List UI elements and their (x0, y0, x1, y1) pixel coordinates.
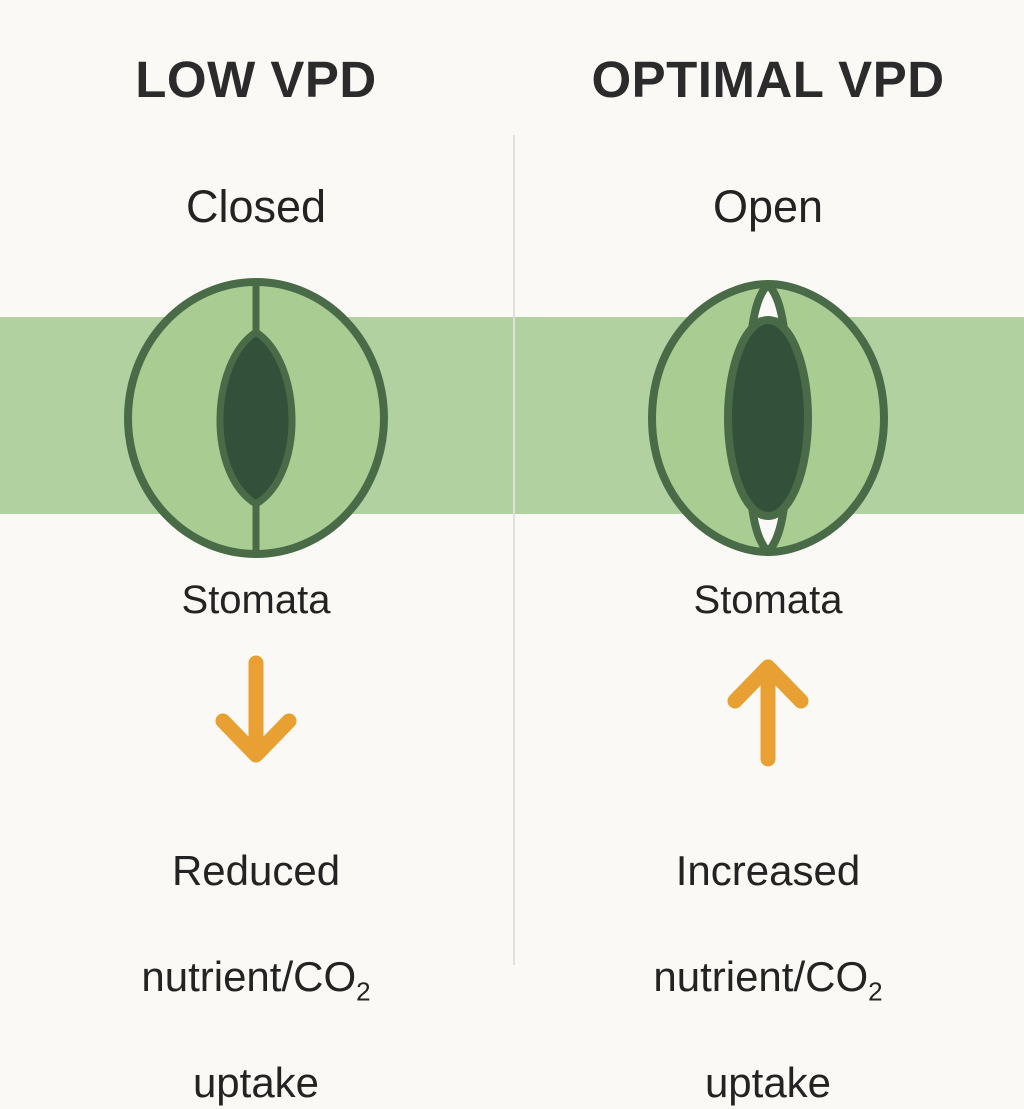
panel-divider (513, 135, 515, 965)
arrow-down-icon (215, 655, 297, 763)
outcome-text-low-vpd: Reduced nutrient/CO2 uptake (0, 792, 512, 1109)
stomata-state-label-closed: Closed (185, 181, 327, 232)
panel-optimal-vpd: OPTIMAL VPD Open Stomata Increased nutri (512, 0, 1024, 1106)
arrow-head (215, 713, 297, 763)
outcome-text-optimal-vpd: Increased nutrient/CO2 uptake (512, 792, 1024, 1109)
outcome-line-1: Increased (675, 846, 861, 894)
stomata-caption-right: Stomata (693, 578, 843, 622)
outcome-subscript: 2 (868, 976, 883, 1007)
panel-heading-low-vpd: LOW VPD (135, 51, 377, 108)
outcome-line-2: nutrient/CO (141, 952, 357, 1000)
outcome-line-3: uptake (704, 1058, 832, 1106)
arrow-down-wrapper (0, 655, 512, 775)
outcome-subscript: 2 (356, 976, 371, 1007)
outcome-line-2: nutrient/CO (653, 952, 869, 1000)
stomata-illustration-closed (0, 270, 512, 565)
stomatal-pore-open (724, 316, 812, 520)
panel-low-vpd: LOW VPD Closed Stomata Reduced nutrient/ (0, 0, 512, 1106)
stomata-caption-left: Stomata (181, 578, 331, 622)
outcome-line-1: Reduced (171, 846, 341, 894)
arrow-up-icon (727, 659, 809, 767)
stomata-closed-svg (124, 278, 388, 558)
stomata-open-svg (648, 280, 888, 556)
stomata-illustration-open (512, 270, 1024, 565)
arrow-head (727, 659, 809, 709)
outcome-line-3: uptake (192, 1058, 320, 1106)
panel-heading-optimal-vpd: OPTIMAL VPD (591, 51, 945, 108)
stomata-state-label-open: Open (712, 181, 824, 232)
stomatal-pore-closed (216, 327, 296, 509)
arrow-up-wrapper (512, 655, 1024, 775)
